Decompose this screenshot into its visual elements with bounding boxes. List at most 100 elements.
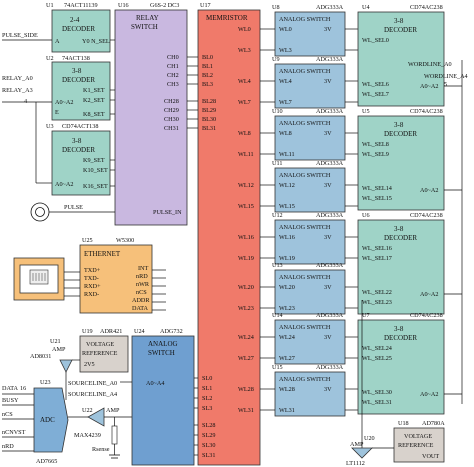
u19-ref: U19: [82, 328, 93, 335]
sl-label: SL1: [202, 385, 212, 392]
sw-voltage: 3V: [324, 334, 332, 341]
pulse-side-label: PULSE_SIDE: [2, 32, 38, 39]
u19-v: 2V5: [84, 361, 95, 368]
decoder-u2: U2 74ACT138 3-8 DECODER A0~A2 E K1_SET K…: [46, 55, 111, 121]
wl-label: WL0: [238, 26, 251, 33]
u1-body: [51, 9, 111, 53]
u16-ch2: CH2: [167, 72, 179, 79]
sw-pin-top: WL12: [279, 182, 295, 189]
u20-triangle: [351, 447, 373, 459]
sw-part: ADG333A: [316, 4, 344, 11]
bus16-label: 16: [20, 385, 26, 392]
dec-pin: WL_SEL22: [362, 289, 392, 296]
dec-body: [357, 319, 445, 415]
u2-pin-e: E: [55, 109, 59, 116]
u21-label: AMP: [52, 346, 66, 353]
u24-line1: ANALOG: [148, 340, 178, 348]
wl-label: WL24: [238, 334, 254, 341]
analog-switch-u24: U24 ADG732 ANALOG SWITCH A0~A4: [131, 328, 195, 466]
sw-ref: U13: [272, 262, 283, 269]
sw-voltage: 3V: [324, 386, 332, 393]
wordline-labels: WL0WL3WL4WL7WL8WL11WL12WL15WL16WL19WL20W…: [238, 26, 254, 414]
dec-part: CD74AC238: [410, 212, 443, 219]
adc-u23: U23 ADC AD7665: [33, 379, 69, 465]
u17-title: MEMRISTOR: [206, 14, 248, 22]
u25-txdn: TXD-: [84, 275, 99, 282]
sw-pin-bottom: WL31: [279, 407, 295, 414]
bl-label: BL0: [202, 54, 213, 61]
sw-body: [274, 63, 346, 109]
dec-line1: 3-8: [394, 17, 404, 25]
amp-u21: U21 AMP AD8031: [30, 338, 80, 380]
sw-part: ADG333A: [316, 160, 344, 167]
adc-pin-busy: BUSY: [2, 397, 19, 404]
sw-body: [274, 371, 346, 417]
u23-part: AD7665: [36, 458, 57, 465]
u19-part: ADR421: [100, 328, 122, 335]
u24-part: ADG732: [160, 328, 183, 335]
dec-pin: WL_SEL17: [362, 255, 392, 262]
sw-title: ANALOG SWITCH: [279, 68, 331, 75]
ethernet-ctrl-wires: [152, 269, 166, 311]
sw-body: [274, 115, 346, 161]
sw-part: ADG333A: [316, 212, 344, 219]
sw-title: ANALOG SWITCH: [279, 172, 331, 179]
u17-body: [197, 9, 261, 466]
wl-label: WL11: [238, 151, 254, 158]
rsense-resistor: [111, 425, 118, 445]
u23-body: [33, 387, 69, 453]
u1-part: 74ACT11139: [64, 2, 98, 9]
sl-label: SL3: [202, 405, 212, 412]
u16-pulse-in: PULSE_IN: [153, 209, 182, 216]
sw-voltage: 3V: [324, 182, 332, 189]
wl-label: WL12: [238, 182, 254, 189]
sw-title: ANALOG SWITCH: [279, 324, 331, 331]
wl-label: WL31: [238, 407, 254, 414]
bl-label: BL2: [202, 72, 213, 79]
sw-ref: U8: [272, 4, 280, 11]
sw-body: [274, 269, 346, 315]
dec-pin: WL_SEL6: [362, 81, 389, 88]
sl-label: SL28: [202, 422, 215, 429]
sw-title: ANALOG SWITCH: [279, 224, 331, 231]
u23-ref: U23: [40, 379, 51, 386]
adc-pin-nrd: nRD: [2, 443, 14, 450]
sw-part: ADG333A: [316, 56, 344, 63]
u3-line1: 3-8: [72, 137, 82, 145]
sw-ref: U15: [272, 364, 283, 371]
sw-voltage: 3V: [324, 130, 332, 137]
u16-ch30: CH30: [164, 116, 179, 123]
dec-part: CD74AC238: [410, 4, 443, 11]
sw-voltage: 3V: [324, 284, 332, 291]
dec-body: [357, 11, 445, 107]
adc-pin-ncs: nCS: [2, 411, 13, 418]
sw-body: [274, 319, 346, 365]
u22-label: AMP: [106, 407, 120, 414]
sw-pin-top: WL20: [279, 284, 295, 291]
sw-pin-top: WL24: [279, 334, 295, 341]
decoder-u1: U1 74ACT11139 2-4 DECODER A Y0 N_SEL: [46, 2, 111, 53]
u20-ref: U20: [364, 435, 375, 442]
sw-title: ANALOG SWITCH: [279, 376, 331, 383]
dec-pin: WL_SEL31: [362, 399, 392, 406]
u22-ref: U22: [82, 407, 93, 414]
u1-pin-y: Y0 N_SEL: [82, 38, 110, 45]
sl-label: SL30: [202, 442, 215, 449]
u18-body: [393, 427, 445, 463]
u1-line1: 2-4: [70, 16, 80, 24]
bl-label: BL28: [202, 98, 216, 105]
u16-line2: SWITCH: [131, 23, 158, 31]
bl-label: BL3: [202, 81, 213, 88]
u25-addr: ADDR: [132, 297, 150, 304]
memristor-u17: U17 MEMRISTOR BL0BL1BL2BL3BL28BL29BL30BL…: [197, 2, 261, 466]
sw-pin-bottom: WL27: [279, 355, 295, 362]
bus5-label: 5: [444, 81, 447, 88]
adc-pin-ncnvst: nCNVST: [2, 429, 26, 436]
